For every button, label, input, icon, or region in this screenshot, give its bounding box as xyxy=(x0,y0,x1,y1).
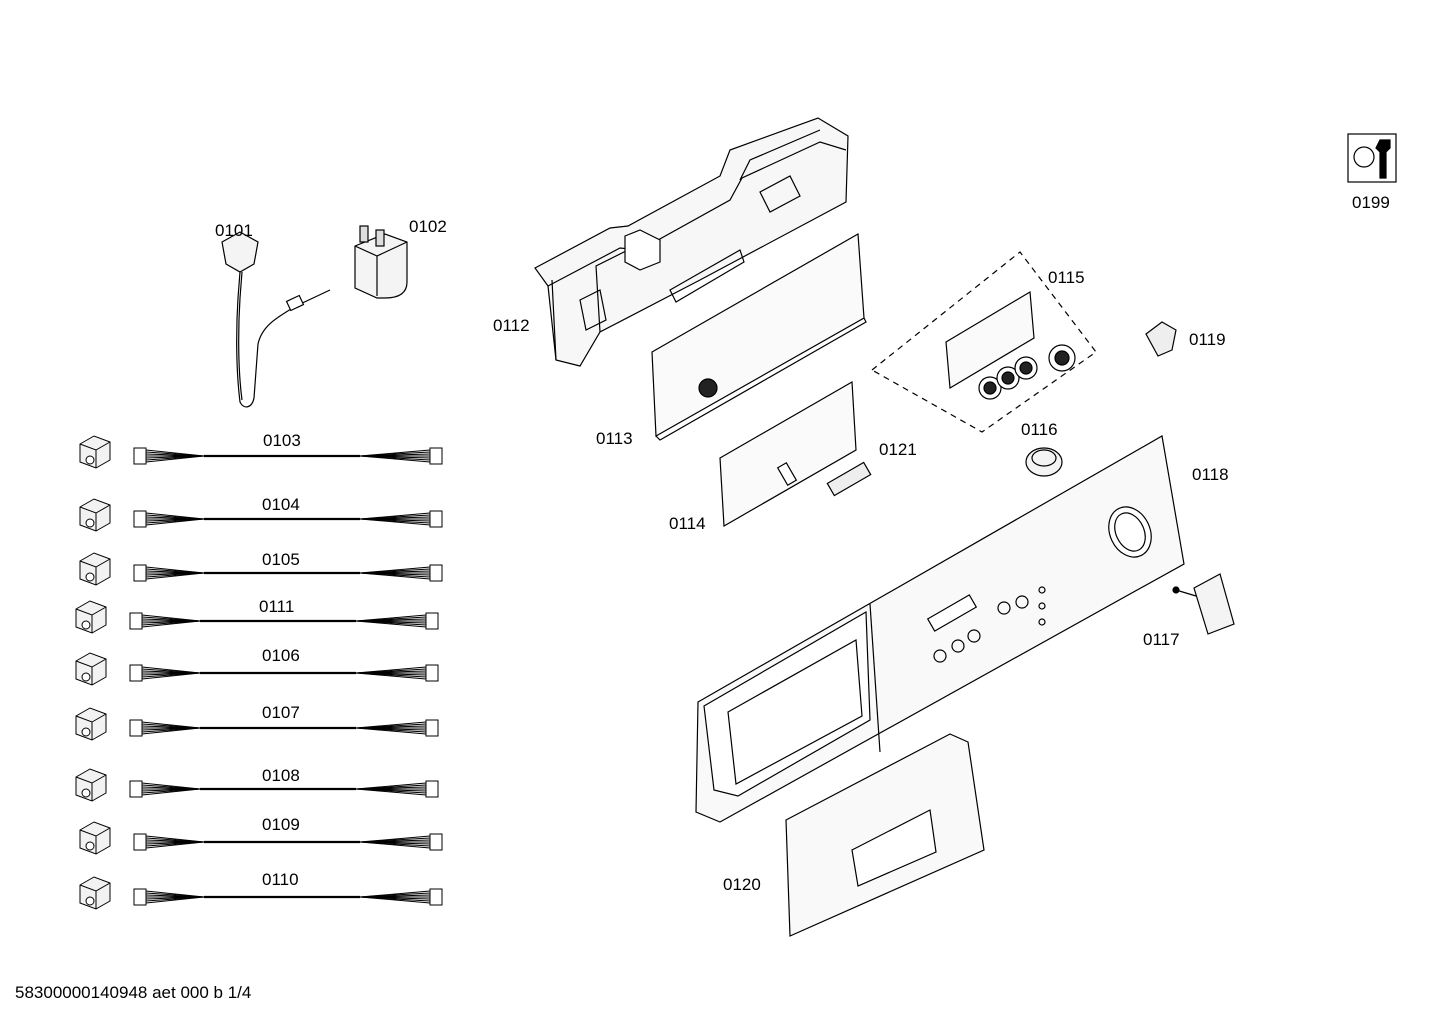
part-label-0117: 0117 xyxy=(1143,630,1180,649)
part-label-0104: 0104 xyxy=(262,495,300,514)
part-label-0118: 0118 xyxy=(1192,465,1229,484)
part-label-0103: 0103 xyxy=(263,431,301,450)
part-label-0115: 0115 xyxy=(1048,268,1085,287)
wiring-harness-0106 xyxy=(129,664,439,682)
part-label-0106: 0106 xyxy=(262,646,300,665)
interference-suppressor-part xyxy=(354,225,408,299)
wiring-harness-0108 xyxy=(129,780,439,798)
part-label-0119: 0119 xyxy=(1189,330,1226,349)
part-label-0109: 0109 xyxy=(262,815,300,834)
rotary-switch-board-part xyxy=(945,290,1076,400)
component-icon-0110 xyxy=(79,876,111,910)
drawing-reference-footer: 58300000140948 aet 000 b 1/4 xyxy=(15,983,252,1002)
part-label-0102: 0102 xyxy=(409,217,447,236)
control-fascia-panel-part xyxy=(695,435,1185,823)
part-label-0105: 0105 xyxy=(262,550,300,569)
wiring-harness-0105 xyxy=(133,564,443,582)
component-icon-0109 xyxy=(79,821,111,855)
component-icon-0105 xyxy=(79,552,111,586)
part-label-0121: 0121 xyxy=(879,440,917,459)
wiring-harness-0107 xyxy=(129,719,439,737)
display-lens-part xyxy=(826,461,872,497)
service-tool-icon xyxy=(1347,133,1397,183)
component-icon-0107 xyxy=(75,707,107,741)
part-label-0112: 0112 xyxy=(493,316,530,335)
control-module-housing-part xyxy=(534,117,849,367)
component-icon-0111 xyxy=(75,600,107,634)
part-label-0101: 0101 xyxy=(215,221,253,240)
wiring-harness-0110 xyxy=(133,888,443,906)
switch-group-outline xyxy=(870,251,1097,433)
bracket-part xyxy=(1145,321,1177,357)
part-label-0114: 0114 xyxy=(669,514,706,533)
part-label-0108: 0108 xyxy=(262,766,300,785)
component-icon-0103 xyxy=(79,435,111,469)
wiring-harness-0103 xyxy=(133,447,443,465)
component-icon-0104 xyxy=(79,498,111,532)
wiring-harness-0109 xyxy=(133,833,443,851)
main-circuit-board-part xyxy=(651,233,867,441)
part-label-0199: 0199 xyxy=(1352,193,1390,212)
part-label-0116: 0116 xyxy=(1021,420,1058,439)
programme-knob-part xyxy=(1172,573,1235,635)
power-cord-part xyxy=(221,231,331,408)
display-circuit-board-part xyxy=(719,380,857,528)
push-button-part xyxy=(1025,447,1063,477)
part-label-0111: 0111 xyxy=(259,597,295,616)
dispenser-drawer-handle-part xyxy=(785,733,985,937)
wiring-harness-0111 xyxy=(129,612,439,630)
part-label-0107: 0107 xyxy=(262,703,300,722)
wiring-harness-0104 xyxy=(133,510,443,528)
part-label-0113: 0113 xyxy=(596,429,633,448)
part-label-0110: 0110 xyxy=(262,870,299,889)
component-icon-0106 xyxy=(75,652,107,686)
component-icon-0108 xyxy=(75,768,107,802)
part-label-0120: 0120 xyxy=(723,875,761,894)
